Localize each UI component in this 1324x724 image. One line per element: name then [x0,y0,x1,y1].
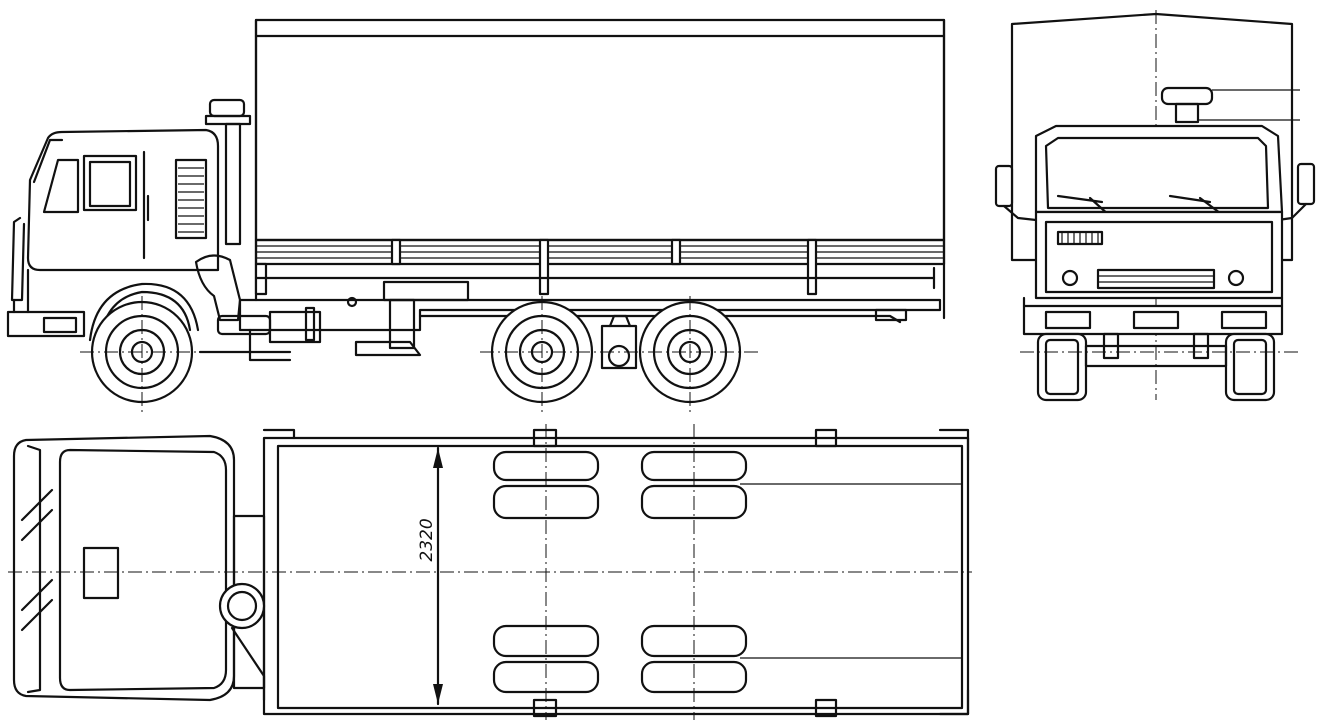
grille-bars [1062,232,1098,244]
axle-hub [602,316,636,368]
cargo-platform [264,430,968,716]
top-view: 2320 [8,424,972,720]
front-view [996,10,1314,400]
width-dimension-label: 2320 [417,518,437,561]
cab-louvres [178,168,204,232]
side-view [8,20,944,412]
rear-wheels-top [494,424,962,720]
air-intake [196,100,270,334]
cab-top [14,436,264,700]
cab [8,130,218,340]
width-dimension: 2320 [417,448,443,704]
cargo-body [256,20,944,318]
chassis-frame [200,282,940,360]
